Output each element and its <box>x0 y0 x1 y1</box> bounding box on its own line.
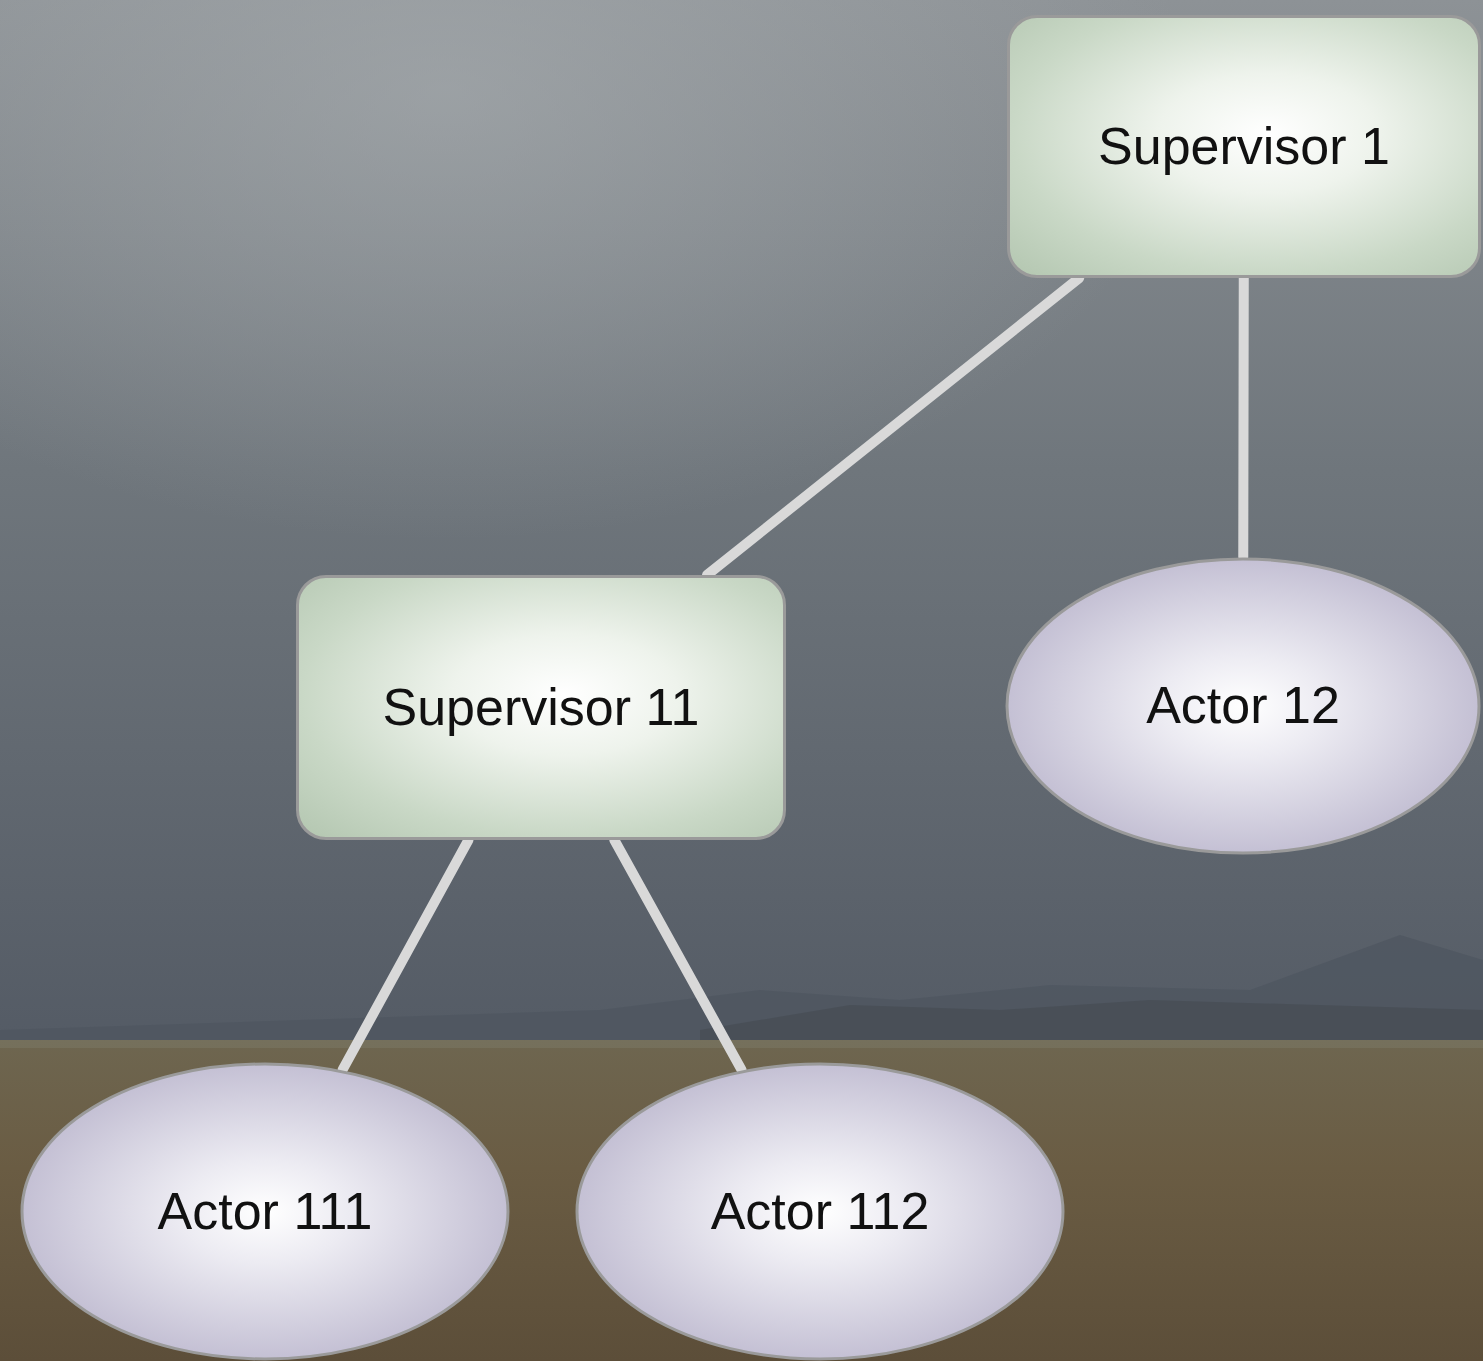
ellipse-shape <box>577 1064 1063 1359</box>
hierarchy-connector <box>614 840 741 1070</box>
actor-ellipse: Actor 12 <box>1005 557 1481 855</box>
actor-ellipse: Actor 111 <box>20 1062 510 1361</box>
node-label: Actor 111 <box>158 1182 373 1242</box>
supervisor-box: Supervisor 1 <box>1007 15 1481 278</box>
node-label: Supervisor 11 <box>383 678 700 738</box>
node-label: Actor 12 <box>1146 676 1340 736</box>
hierarchy-connector <box>707 278 1079 575</box>
actor-ellipse: Actor 112 <box>575 1062 1065 1361</box>
node-label: Actor 112 <box>711 1182 930 1242</box>
node-label: Supervisor 1 <box>1098 117 1390 177</box>
ellipse-shape <box>1007 559 1479 853</box>
hierarchy-connector <box>343 840 469 1070</box>
ellipse-shape <box>22 1064 508 1359</box>
supervisor-box: Supervisor 11 <box>296 575 786 840</box>
hierarchy-connector <box>1238 278 1248 557</box>
